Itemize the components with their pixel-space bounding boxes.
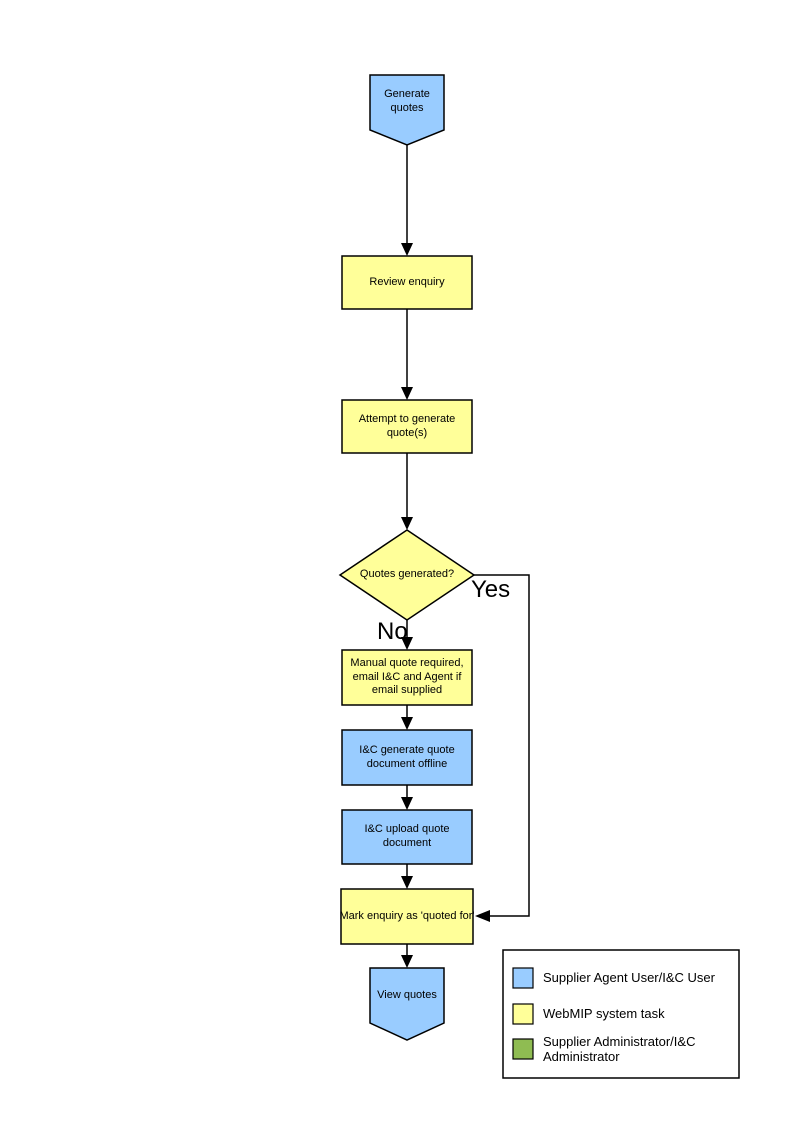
node-review-label: Review enquiry bbox=[369, 275, 445, 288]
node-upload-label: I&C upload quote document bbox=[364, 823, 450, 849]
node-manual-label: Manual quote required, email I&C and Age… bbox=[350, 656, 464, 697]
arrowhead-into-end bbox=[401, 955, 413, 968]
arrowhead-yes-into-mark bbox=[475, 910, 490, 922]
arrowhead-into-attempt bbox=[401, 387, 413, 400]
legend-label-admin: Supplier Administrator/I&C Administrator bbox=[543, 1034, 696, 1064]
arrowhead-into-decision bbox=[401, 517, 413, 530]
node-mark-shape bbox=[340, 888, 474, 945]
node-mark-label: Mark enquiry as 'quoted for' bbox=[339, 909, 475, 922]
node-end-label: View quotes bbox=[377, 988, 437, 1001]
legend-swatch-user bbox=[512, 967, 534, 989]
arrowheads bbox=[401, 243, 490, 968]
node-attempt-label: Attempt to generate quote(s) bbox=[358, 412, 456, 439]
legend-label-system: WebMIP system task bbox=[543, 1005, 665, 1021]
connector-lines bbox=[406, 145, 530, 964]
arrowhead-into-upload bbox=[401, 797, 413, 810]
node-generate-offline-label: I&C generate quote document offline bbox=[359, 743, 455, 770]
legend-swatch-admin bbox=[512, 1038, 534, 1060]
node-start-shape bbox=[369, 74, 445, 146]
arrowhead-into-review bbox=[401, 243, 413, 256]
legend-swatch-system bbox=[512, 1003, 534, 1025]
arrowhead-into-mark bbox=[401, 876, 413, 889]
node-end-shape bbox=[369, 967, 445, 1041]
node-decision-label: Quotes generated? bbox=[359, 568, 455, 581]
node-attempt-shape bbox=[341, 399, 473, 454]
arrowhead-into-generate bbox=[401, 717, 413, 730]
connector-yes-branch bbox=[474, 574, 530, 917]
node-start-label: Generate quotes bbox=[384, 88, 430, 114]
node-manual-shape bbox=[341, 649, 473, 706]
arrowhead-into-manual bbox=[401, 637, 413, 650]
branch-label-no: No bbox=[377, 618, 408, 645]
node-review-shape bbox=[341, 255, 473, 310]
legend-box bbox=[502, 949, 740, 1079]
node-generate-offline-shape bbox=[341, 729, 473, 786]
node-decision-shape bbox=[338, 529, 476, 621]
legend-label-user: Supplier Agent User/I&C User bbox=[543, 969, 715, 985]
node-upload-shape bbox=[341, 809, 473, 865]
branch-label-yes: Yes bbox=[471, 576, 511, 603]
